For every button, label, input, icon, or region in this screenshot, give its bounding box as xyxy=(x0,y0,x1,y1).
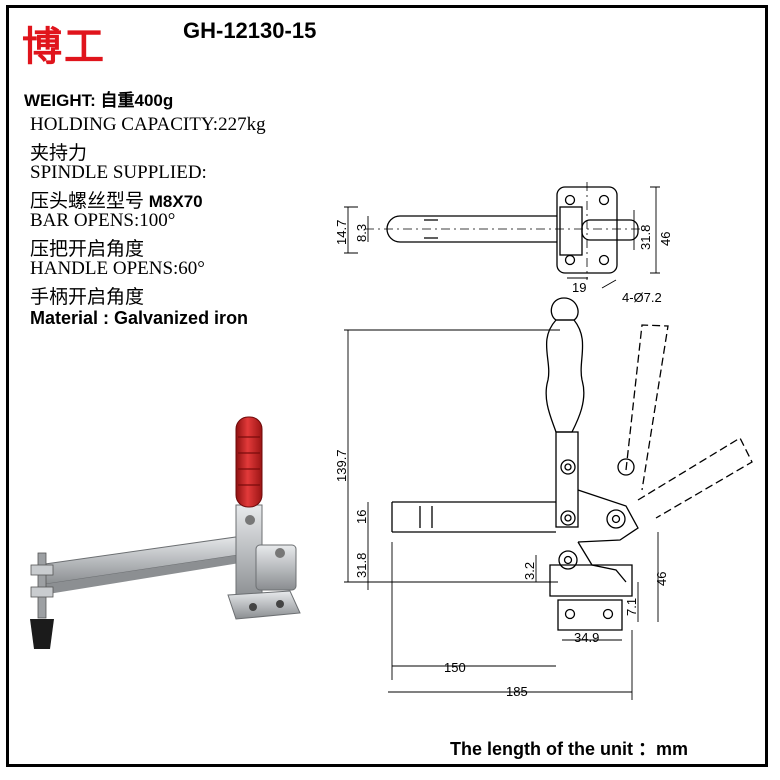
spindle-supplied: SPINDLE SUPPLIED: xyxy=(30,162,207,183)
dim-46: 46 xyxy=(654,572,669,586)
weight-value: 自重400g xyxy=(100,91,174,110)
dim-31-8: 31.8 xyxy=(354,553,369,578)
weight-label: WEIGHT: xyxy=(24,91,96,110)
border-frame xyxy=(6,5,768,767)
handle-opens: HANDLE OPENS:60° xyxy=(30,258,205,279)
clamp-photo xyxy=(30,416,301,649)
handle-grip xyxy=(235,416,263,508)
dim-46-top: 46 xyxy=(658,232,673,246)
model-number: GH-12130-15 xyxy=(183,18,317,43)
dim-7-1: 7.1 xyxy=(624,598,639,616)
dim-19: 19 xyxy=(572,280,586,295)
dim-16: 16 xyxy=(354,510,369,524)
side-view xyxy=(391,297,753,631)
spindle xyxy=(30,552,54,649)
dim-8-3: 8.3 xyxy=(354,224,369,242)
technical-drawing: 14.7 8.3 31.8 46 19 4-Ø7.2 139.7 16 31.8… xyxy=(334,182,753,700)
dim-14-7: 14.7 xyxy=(334,220,349,245)
dim-holes: 4-Ø7.2 xyxy=(622,290,662,305)
dim-185: 185 xyxy=(506,684,528,699)
weight-spec: WEIGHT: 自重400g xyxy=(24,86,173,111)
bar-opens-cn: 压把开启角度 xyxy=(30,239,145,260)
spindle-spec: 压头螺丝型号 M8X70 xyxy=(30,186,203,213)
bar-opens: BAR OPENS:100° xyxy=(30,210,176,231)
dim-150: 150 xyxy=(444,660,466,675)
unit-note: The length of the unit ：mm xyxy=(450,739,688,759)
holding-capacity: HOLDING CAPACITY:227kg xyxy=(30,114,266,135)
handle-opens-cn: 手柄开启角度 xyxy=(30,287,145,308)
holding-capacity-cn: 夹持力 xyxy=(30,143,88,164)
dimension-lines xyxy=(344,186,660,700)
dim-31-8-top: 31.8 xyxy=(638,225,653,250)
spindle-cn: 压头螺丝型号 xyxy=(30,191,145,212)
spindle-value: M8X70 xyxy=(148,192,203,211)
clamp-body xyxy=(227,504,301,620)
material-spec: Material : Galvanized iron xyxy=(30,308,249,328)
dim-3-2: 3.2 xyxy=(522,562,537,580)
brand-name: 博工 xyxy=(22,25,106,69)
clamp-bar xyxy=(37,534,253,595)
dimension-labels: 14.7 8.3 31.8 46 19 4-Ø7.2 139.7 16 31.8… xyxy=(334,220,673,699)
top-view xyxy=(365,182,650,280)
dim-139-7: 139.7 xyxy=(334,449,349,482)
dim-34-9: 34.9 xyxy=(574,630,599,645)
